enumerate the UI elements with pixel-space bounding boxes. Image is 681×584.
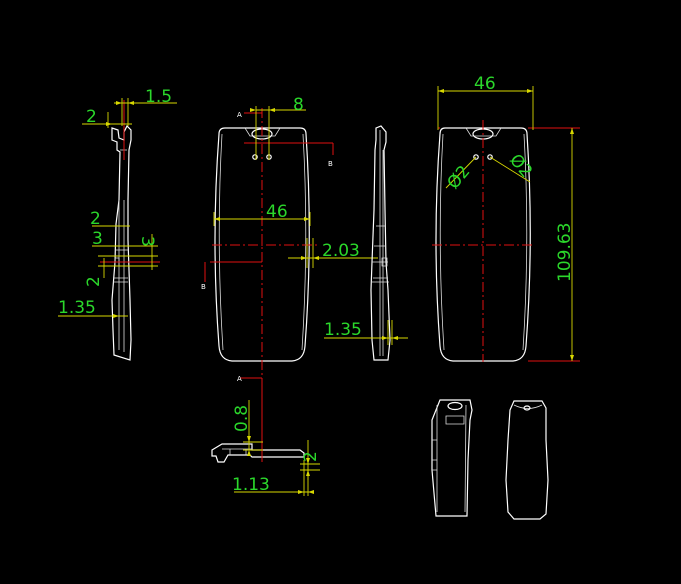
back-view bbox=[432, 120, 580, 362]
side-view-left bbox=[100, 100, 160, 361]
dim-2-03: 2.03 bbox=[322, 241, 360, 261]
section-detail bbox=[211, 380, 320, 496]
dim-109-63: 109.63 bbox=[555, 223, 575, 282]
dim-3-right: 3 bbox=[137, 236, 157, 247]
section-mark-b-left: B bbox=[201, 283, 206, 291]
dim-1-35-left: 1.35 bbox=[58, 298, 96, 318]
dim-46-back: 46 bbox=[474, 74, 496, 94]
section-mark-b-right: B bbox=[328, 160, 333, 168]
dim-1-35-right: 1.35 bbox=[324, 320, 362, 340]
section-mark-a-bottom: A bbox=[237, 375, 242, 383]
isometric-view-back bbox=[505, 400, 549, 520]
dim-2-lower: 2 bbox=[84, 276, 104, 287]
dim-2-section: 2 bbox=[301, 451, 321, 462]
dim-0-8: 0.8 bbox=[232, 405, 252, 432]
dim-46-front: 46 bbox=[266, 202, 288, 222]
dim-1-13: 1.13 bbox=[232, 475, 270, 495]
left-dim-lines bbox=[58, 98, 177, 318]
isometric-view-front bbox=[431, 399, 473, 517]
dim-2-top: 2 bbox=[86, 107, 97, 127]
front-view bbox=[204, 108, 334, 400]
dim-phi2-b: Ø2 bbox=[505, 150, 536, 181]
dim-3-left: 3 bbox=[92, 229, 103, 249]
back-dim-lines bbox=[437, 86, 574, 361]
front-dim-lines bbox=[213, 106, 378, 268]
side-view-right bbox=[324, 125, 408, 361]
dim-8: 8 bbox=[293, 95, 304, 115]
dim-1-5: 1.5 bbox=[145, 87, 172, 107]
dim-2-mid: 2 bbox=[90, 209, 101, 229]
section-mark-a-top: A bbox=[237, 111, 242, 119]
dim-phi2-a: Ø2 bbox=[444, 162, 475, 193]
